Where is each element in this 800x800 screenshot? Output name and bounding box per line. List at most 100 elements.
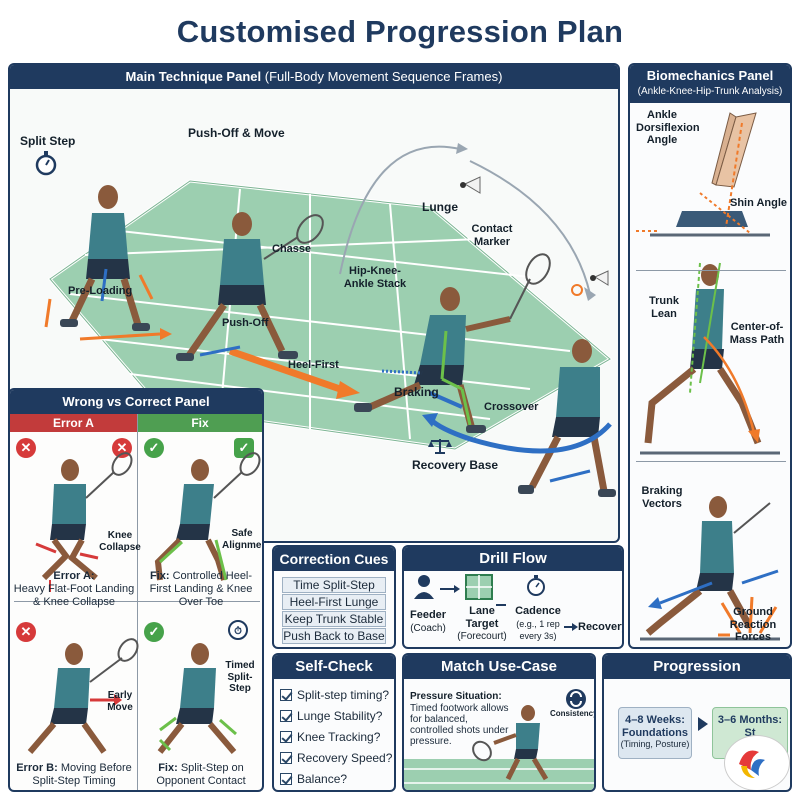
row-divider xyxy=(14,601,260,602)
self-check-panel: Self-Check Split-step timing? Lunge Stab… xyxy=(272,653,396,792)
drill-recovery: Recovery xyxy=(578,621,624,633)
cue-item: Push Back to Base xyxy=(282,628,386,644)
progression-header: Progression xyxy=(604,655,790,679)
page-title: Customised Progression Plan xyxy=(176,14,624,49)
cues-header: Correction Cues xyxy=(274,547,394,571)
player-lunge-figure xyxy=(354,253,551,433)
pre-loading-arrow xyxy=(79,328,172,341)
stage-2-time: 3–6 Months: xyxy=(717,714,783,726)
error-a-caption: Error A: Heavy Flat-Foot Landing & Knee … xyxy=(12,570,136,609)
label-recovery-base: Recovery Base xyxy=(412,458,499,472)
error-a-description: Heavy Flat-Foot Landing & Knee Collapse xyxy=(13,583,135,608)
label-push-off: Push-Off xyxy=(222,317,269,329)
balance-scale-icon xyxy=(428,439,452,454)
label-contact-marker: Contact Marker xyxy=(471,223,513,248)
self-check-item: Recovery Speed? xyxy=(280,750,392,766)
error-a-title: Error A: xyxy=(53,570,95,582)
bio-header: Biomechanics Panel (Ankle-Knee-Hip-Trunk… xyxy=(630,65,790,103)
stage-2-name: St xyxy=(744,726,756,739)
player-split-step-figure xyxy=(60,185,150,331)
label-hip-knee-ankle-stack: Hip-Knee-Ankle Stack xyxy=(343,265,407,290)
label-center-of-mass-path: Center-of-Mass Path xyxy=(729,321,785,346)
self-check-item: Split-step timing? xyxy=(280,687,389,703)
contact-marker-icon xyxy=(571,284,583,296)
fix-b-caption: Fix: Split-Step on Opponent Contact xyxy=(140,762,262,788)
match-pressure-title: Pressure Situation: xyxy=(410,691,502,702)
stage-1-sub: (Timing, Posture) xyxy=(620,739,690,750)
main-panel-subtitle: (Full-Body Movement Sequence Frames) xyxy=(264,69,503,84)
progression-arrow-icon xyxy=(698,717,708,731)
error-column-header: Error A xyxy=(10,414,137,432)
drill-flow-diagram xyxy=(414,574,578,631)
bio-subtitle: (Ankle-Knee-Hip-Trunk Analysis) xyxy=(637,86,783,97)
bio-title: Biomechanics Panel xyxy=(646,68,774,83)
shuttlecock-icon xyxy=(460,176,481,194)
self-check-text: Balance? xyxy=(297,772,348,786)
biomechanics-panel: Biomechanics Panel (Ankle-Knee-Hip-Trunk… xyxy=(628,63,792,649)
match-description: Timed footwork allows for balanced, cont… xyxy=(410,702,509,747)
check-icon: ✓ xyxy=(144,622,164,642)
stage-1-time: 4–8 Weeks: xyxy=(625,714,685,726)
stopwatch-icon xyxy=(35,151,57,176)
cue-item: Heel-First Lunge xyxy=(282,594,386,610)
label-knee-collapse: Knee Collapse xyxy=(99,530,141,553)
fix-a-caption: Fix: Controlled Heel-First Landing & Kne… xyxy=(140,570,262,609)
match-use-case-panel: Match Use-Case Pressure Situation: Timed… xyxy=(402,653,596,792)
label-push-off-move: Push-Off & Move xyxy=(188,126,285,140)
error-b-title: Error B: xyxy=(16,762,58,774)
coach-icon xyxy=(414,575,434,599)
player-push-off-figure xyxy=(176,212,324,361)
drill-cadence-label: Cadence xyxy=(515,605,561,617)
recovery-arrow xyxy=(422,413,612,454)
label-trunk-lean: Trunk Lean xyxy=(649,295,679,320)
self-check-text: Knee Tracking? xyxy=(297,730,381,744)
drill-cadence-sub: (e.g., 1 rep every 3s) xyxy=(516,618,560,642)
label-pre-loading: Pre-Loading xyxy=(68,285,133,297)
wvc-header: Wrong vs Correct Panel xyxy=(10,390,262,414)
label-braking-vectors: Braking Vectors xyxy=(641,485,683,510)
label-early-move: Early Move xyxy=(107,690,133,713)
checkbox-checked-icon xyxy=(280,710,292,722)
bio-divider xyxy=(636,270,786,271)
wrong-correct-figures xyxy=(27,452,261,754)
biomechanics-illustration xyxy=(636,112,780,641)
wrong-vs-correct-panel: Wrong vs Correct Panel Error A Fix ✕ ✕ ✓… xyxy=(8,388,264,792)
self-check-header: Self-Check xyxy=(274,655,394,679)
label-timed-split-step: Timed Split-Step xyxy=(225,660,255,694)
checkbox-checked-icon xyxy=(280,689,292,701)
drill-feeder-sub: (Coach) xyxy=(410,622,446,634)
column-divider xyxy=(137,414,138,790)
academy-logo-mark-icon xyxy=(739,750,765,778)
drill-lane-sub: (Forecourt) xyxy=(457,631,507,643)
drill-feeder: Feeder (Coach) xyxy=(410,609,446,634)
self-check-text: Lunge Stability? xyxy=(297,709,383,723)
stopwatch-icon: ⏱ xyxy=(228,620,248,640)
error-b-caption: Error B: Moving Before Split-Step Timing xyxy=(12,762,136,788)
fix-b-title: Fix: xyxy=(158,762,178,774)
drill-cadence: Cadence (e.g., 1 rep every 3s) xyxy=(512,605,564,643)
fix-b-description: Split-Step on Opponent Contact xyxy=(156,762,246,787)
match-description-block: Pressure Situation: Timed footwork allow… xyxy=(410,691,510,747)
shield-check-icon: ✓ xyxy=(234,438,254,458)
match-illustration xyxy=(404,689,594,790)
checkbox-checked-icon xyxy=(280,752,292,764)
academy-logo xyxy=(724,735,790,790)
self-check-text: Split-step timing? xyxy=(297,688,390,702)
self-check-item: Lunge Stability? xyxy=(280,708,382,724)
refresh-icon xyxy=(566,689,586,709)
fix-column-header: Fix xyxy=(138,414,262,432)
fix-a-title: Fix: xyxy=(149,570,170,582)
error-x-icon: ✕ xyxy=(16,438,36,458)
stage-1-name: Foundations xyxy=(622,726,688,739)
progression-panel: Progression 4–8 Weeks: Foundations (Timi… xyxy=(602,653,792,792)
correction-cues-panel: Correction Cues Time Split-Step Heel-Fir… xyxy=(272,545,396,649)
drill-header: Drill Flow xyxy=(404,547,622,571)
fix-a-description: Controlled Heel-First Landing & Knee Ove… xyxy=(149,570,253,608)
player-crossover-figure xyxy=(518,339,616,497)
label-ankle-dorsiflexion: Ankle Dorsiflexion Angle xyxy=(636,109,700,147)
error-x-icon: ✕ xyxy=(16,622,36,642)
label-lunge: Lunge xyxy=(422,200,458,214)
shuttlecock-icon xyxy=(590,270,609,286)
label-heel-first: Heel-First xyxy=(288,359,339,371)
label-chasse: Chasse xyxy=(272,243,312,255)
